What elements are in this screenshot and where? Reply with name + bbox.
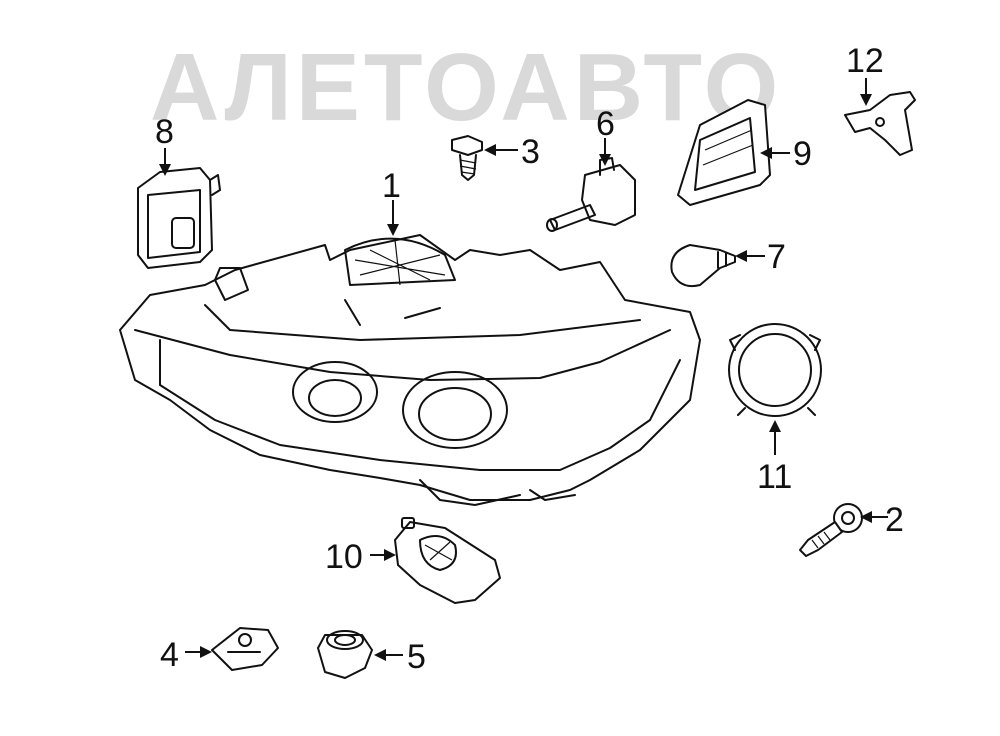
bulb-socket-icon — [546, 157, 636, 232]
bolt-icon — [799, 503, 863, 557]
cover-icon — [677, 99, 771, 206]
callout-labels: 1 2 3 4 5 6 7 8 9 10 11 12 — [155, 42, 904, 676]
callout-7: 7 — [767, 238, 786, 276]
bulb-icon — [670, 244, 736, 288]
watermark-text: АЛЕТОАВТО — [150, 34, 782, 141]
callout-6: 6 — [596, 105, 615, 143]
headlamp-assembly-icon — [119, 234, 701, 506]
callout-arrows — [159, 78, 888, 661]
bracket-icon — [844, 91, 916, 156]
clip-nut-icon — [211, 627, 279, 671]
callout-8: 8 — [155, 113, 174, 151]
grommet-icon — [317, 630, 373, 679]
cap-icon — [728, 323, 822, 417]
screw-icon — [451, 135, 483, 181]
callout-10: 10 — [325, 538, 363, 576]
callout-1: 1 — [382, 167, 401, 205]
watermark: АЛЕТОАВТО — [150, 34, 782, 141]
callout-2: 2 — [885, 501, 904, 539]
control-module-icon — [137, 167, 221, 269]
callout-3: 3 — [521, 133, 540, 171]
callout-12: 12 — [846, 42, 884, 80]
callout-4: 4 — [160, 636, 179, 674]
callout-5: 5 — [407, 638, 426, 676]
callout-9: 9 — [793, 135, 812, 173]
callout-11: 11 — [757, 458, 792, 496]
led-module-icon — [394, 517, 501, 604]
